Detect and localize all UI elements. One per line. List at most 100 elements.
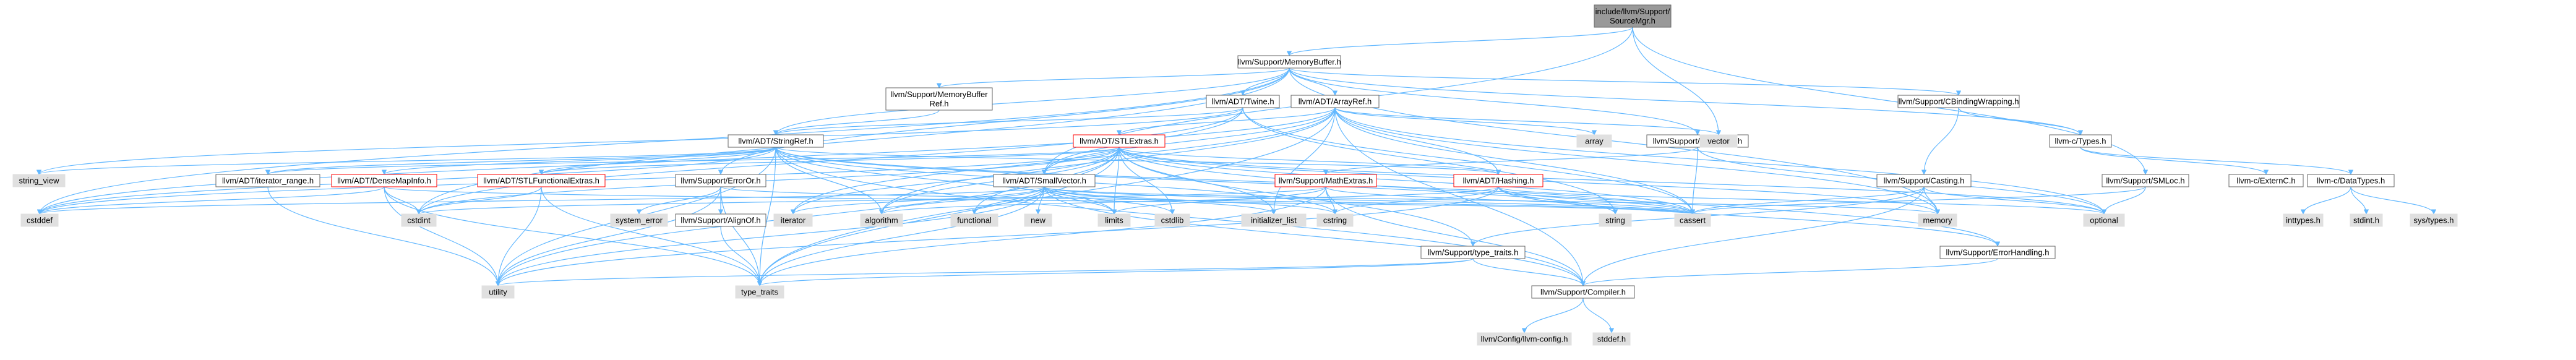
edge-line (539, 147, 1120, 175)
edge-line (1498, 186, 2001, 247)
edge-stlfunctional-to-type_traits (541, 186, 763, 286)
node-llvm-support-compiler-h[interactable]: llvm/Support/Compiler.h (1531, 285, 1635, 299)
edge-smloc-to-cassert (1690, 186, 2146, 215)
edge-mathextras-to-cassert (1325, 186, 1695, 215)
edge-hashing-to-errorhandling (1498, 186, 2001, 247)
node-llvm-c-datatypes-h[interactable]: llvm-c/DataTypes.h (2307, 174, 2395, 187)
node-label: new (1031, 216, 1045, 225)
edge-stlextras-to-stlfunctional (539, 147, 1120, 175)
node-llvm-adt-smallvector-h[interactable]: llvm/ADT/SmallVector.h (993, 174, 1096, 187)
node-llvm-adt-twine-h[interactable]: llvm/ADT/Twine.h (1206, 95, 1280, 108)
node-utility: utility (481, 285, 515, 299)
node-llvm-support-erroror-h[interactable]: llvm/Support/ErrorOr.h (675, 174, 766, 187)
edge-root-to-smloc (1632, 27, 2149, 175)
edge-line (1334, 107, 1501, 175)
edge-line (538, 147, 776, 175)
edge-line (1498, 186, 1696, 215)
edge-line (1044, 186, 1586, 286)
node-label: cstdlib (1161, 216, 1184, 225)
node-llvm-support-casting-h[interactable]: llvm/Support/Casting.h (1876, 174, 1972, 187)
node-llvm-adt-densemapinfo-h[interactable]: llvm/ADT/DenseMapInfo.h (331, 174, 437, 187)
edge-memorybufferref-to-stringref (773, 109, 940, 135)
edge-line (495, 186, 1045, 286)
node-llvm-support-memorybuffer-h[interactable]: llvm/Support/MemoryBuffer.h (1237, 55, 1341, 69)
node-label: limits (1105, 216, 1123, 225)
node-label: array (1585, 137, 1604, 146)
node-box (1024, 213, 1052, 227)
node-label: llvm/ADT/STLExtras.h (1080, 137, 1159, 146)
node-llvm-c-types-h[interactable]: llvm-c/Types.h (2049, 134, 2112, 148)
edge-line (757, 147, 1120, 286)
edge-memorybuffer-to-ctypes (1289, 67, 2084, 135)
edge-smallvector-to-memory (1044, 186, 1940, 215)
node-label: llvm/ADT/Hashing.h (1463, 176, 1534, 186)
edge-line (773, 109, 940, 135)
edge-arrayref-to-stlextras (1116, 107, 1336, 135)
node-llvm-support-smloc-h[interactable]: llvm/Support/SMLoc.h (2102, 174, 2189, 187)
node-llvm-support-cbindingwrapping-h[interactable]: llvm/Support/CBindingWrapping.h (1897, 95, 2020, 108)
node-llvm-support-type-traits-h[interactable]: llvm/Support/type_traits.h (1420, 246, 1526, 259)
edge-line (720, 226, 763, 286)
node-llvm-adt-stlfunctionalextras-h[interactable]: llvm/ADT/STLFunctionalExtras.h (477, 174, 606, 187)
edge-memorybuffer-to-cbinding (1289, 67, 1961, 96)
edge-line (1118, 147, 1277, 215)
node-llvm-adt-stlextras-h[interactable]: llvm/ADT/STLExtras.h (1073, 134, 1166, 148)
edge-line (1044, 186, 1695, 215)
node-llvm-adt-iterator-range-h[interactable]: llvm/ADT/iterator_range.h (215, 174, 320, 187)
edge-casting-to-memory (1923, 186, 1941, 215)
edge-line (775, 147, 885, 215)
edge-line (1923, 186, 2107, 215)
edge-line (36, 107, 1243, 175)
node-llvm-adt-stringref-h[interactable]: llvm/ADT/StringRef.h (728, 134, 824, 148)
node-label: llvm-c/DataTypes.h (2317, 176, 2385, 186)
edge-line (1118, 147, 1175, 215)
edge-line (1582, 298, 1615, 333)
edge-hashing-to-utility (495, 186, 1499, 286)
node-label: cstdint (407, 216, 431, 225)
node-memory: memory (1918, 213, 1957, 227)
edge-casting-to-compiler (1580, 186, 1925, 286)
edge-memorybuffer-to-memory (1289, 67, 1941, 215)
node-include-llvm-support-sourcemgr-h[interactable]: include/llvm/Support/SourceMgr.h (1594, 4, 1672, 28)
node-llvm-support-errorhandling-h[interactable]: llvm/Support/ErrorHandling.h (1939, 246, 2056, 259)
edge-line (1632, 27, 1722, 135)
edge-casting-to-optional (1923, 186, 2107, 215)
edge-line (1334, 107, 1597, 135)
node-box (2307, 174, 2395, 187)
node-label: vector (1707, 137, 1730, 146)
node-llvm-support-alignof-h[interactable]: llvm/Support/AlignOf.h (675, 213, 766, 227)
edge-line (775, 147, 1501, 175)
edge-line (495, 186, 1499, 286)
edge-line (1289, 67, 2084, 135)
edge-stringref-to-iterator_range (265, 147, 776, 175)
edge-erroror-to-system_error (636, 186, 721, 215)
edge-line (1325, 186, 1695, 215)
edge-arrayref-to-type_traits (757, 107, 1336, 286)
edge-hashing-to-cstring (1332, 186, 1499, 215)
node-box (993, 174, 1096, 187)
node-llvm-support-mathextras-h[interactable]: llvm/Support/MathExtras.h (1274, 174, 1377, 187)
edge-line (1498, 186, 1618, 215)
node-label: SourceMgr.h (1610, 16, 1655, 25)
node-label: cstring (1323, 216, 1347, 225)
node-llvm-adt-arrayref-h[interactable]: llvm/ADT/ArrayRef.h (1290, 95, 1380, 108)
edge-stlextras-to-cstdlib (1118, 147, 1175, 215)
node-label: llvm/ADT/StringRef.h (738, 137, 813, 146)
node-box (477, 174, 606, 187)
node-box (2083, 213, 2125, 227)
node-llvm-adt-hashing-h[interactable]: llvm/ADT/Hashing.h (1453, 174, 1543, 187)
node-label: llvm/ADT/iterator_range.h (222, 176, 314, 186)
node-label: Ref.h (929, 99, 948, 108)
edge-line (1118, 147, 2001, 247)
node-label: utility (489, 288, 507, 297)
edge-memorybuffer-to-stringref (773, 67, 1290, 135)
node-box (1918, 213, 1957, 227)
edge-line (1581, 258, 1998, 286)
node-box (610, 213, 668, 227)
edge-smallvector-to-algorithm (878, 186, 1045, 215)
node-box (2350, 213, 2383, 227)
node-label: string_view (19, 176, 59, 186)
node-box (481, 285, 515, 299)
node-llvm-c-externc-h[interactable]: llvm-c/ExternC.h (2228, 174, 2304, 187)
